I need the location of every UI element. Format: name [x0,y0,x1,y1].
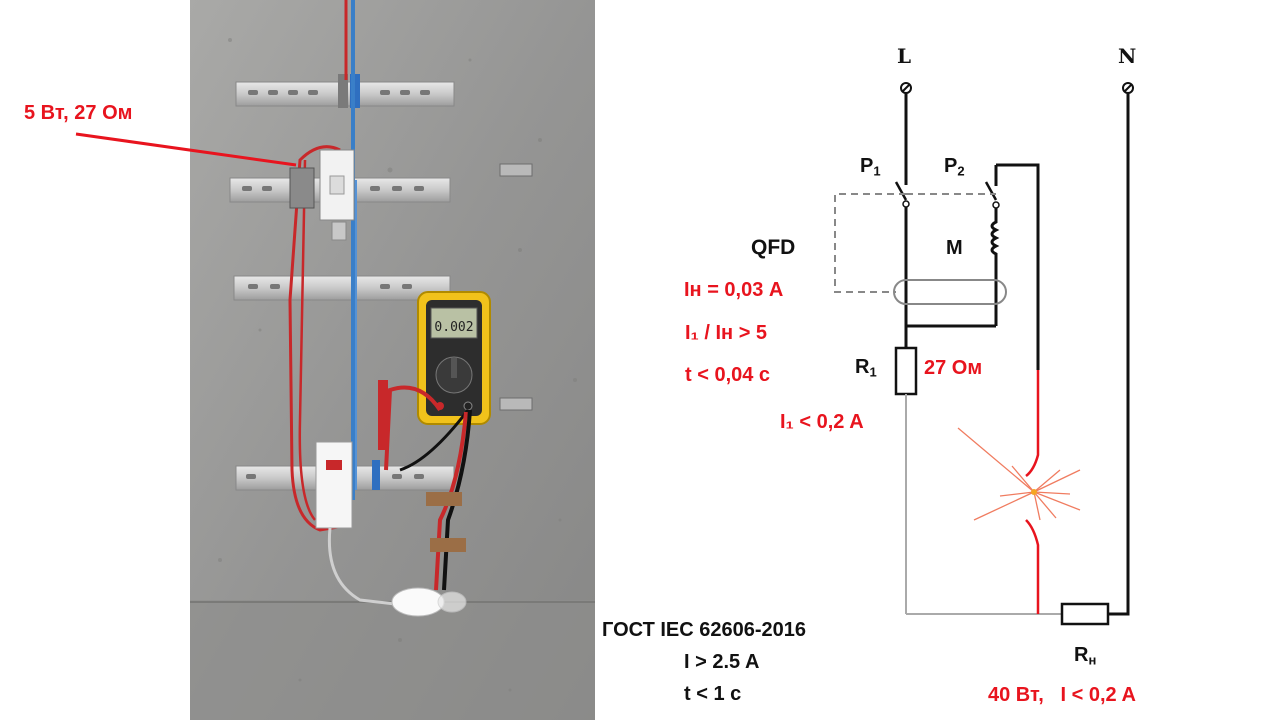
label-rn: Rн [1074,644,1097,668]
fault-wire-lower [1025,519,1040,614]
contact-p1 [894,181,908,201]
resistor-rn [1060,602,1110,626]
installation-photo: 0.002 5 Вт, 27 Ом [0,0,600,720]
spark-icon [957,427,1081,521]
label-qfd: QFD [751,236,796,259]
red-wire [288,145,351,532]
label-m: M [946,237,963,259]
label-p1: P1 [860,155,881,179]
resistor-block [289,167,315,209]
din-socket [315,441,353,529]
contact-p2 [984,181,998,201]
label-l: L [897,44,912,68]
standard-name: ГОСТ IEC 62606-2016 [602,619,807,641]
label-n: N [1118,44,1137,68]
coil-m [990,208,1000,326]
spec-ratio: I₁ / Iн > 5 [685,322,768,344]
spec-rated-current: Iн = 0,03 A [684,279,784,301]
meter-reading: 0.002 [434,320,473,335]
mechanical-link [834,193,906,293]
standard-current: I > 2.5 A [684,651,760,673]
resistor-r1 [894,346,918,396]
callout-pointer [75,132,297,167]
label-r1-value: 27 Ом [924,357,983,379]
current-transformer [893,279,1007,305]
spec-time: t < 0,04 c [685,364,771,386]
spec-i1: I₁ < 0,2 A [780,411,864,433]
resistor-callout: 5 Вт, 27 Ом [24,102,133,124]
standard-time: t < 1 c [684,683,742,705]
label-rn-note: 40 Вт, I < 0,2 A [988,684,1136,706]
din-rail-3 [233,275,451,301]
label-p2: P2 [944,155,965,179]
n-wire [1108,93,1130,616]
fault-wire-upper [1025,370,1040,477]
multimeter: 0.002 [417,291,491,425]
label-r1: R1 [855,356,877,380]
terminal-l [900,82,912,94]
terminal-n [1122,82,1134,94]
